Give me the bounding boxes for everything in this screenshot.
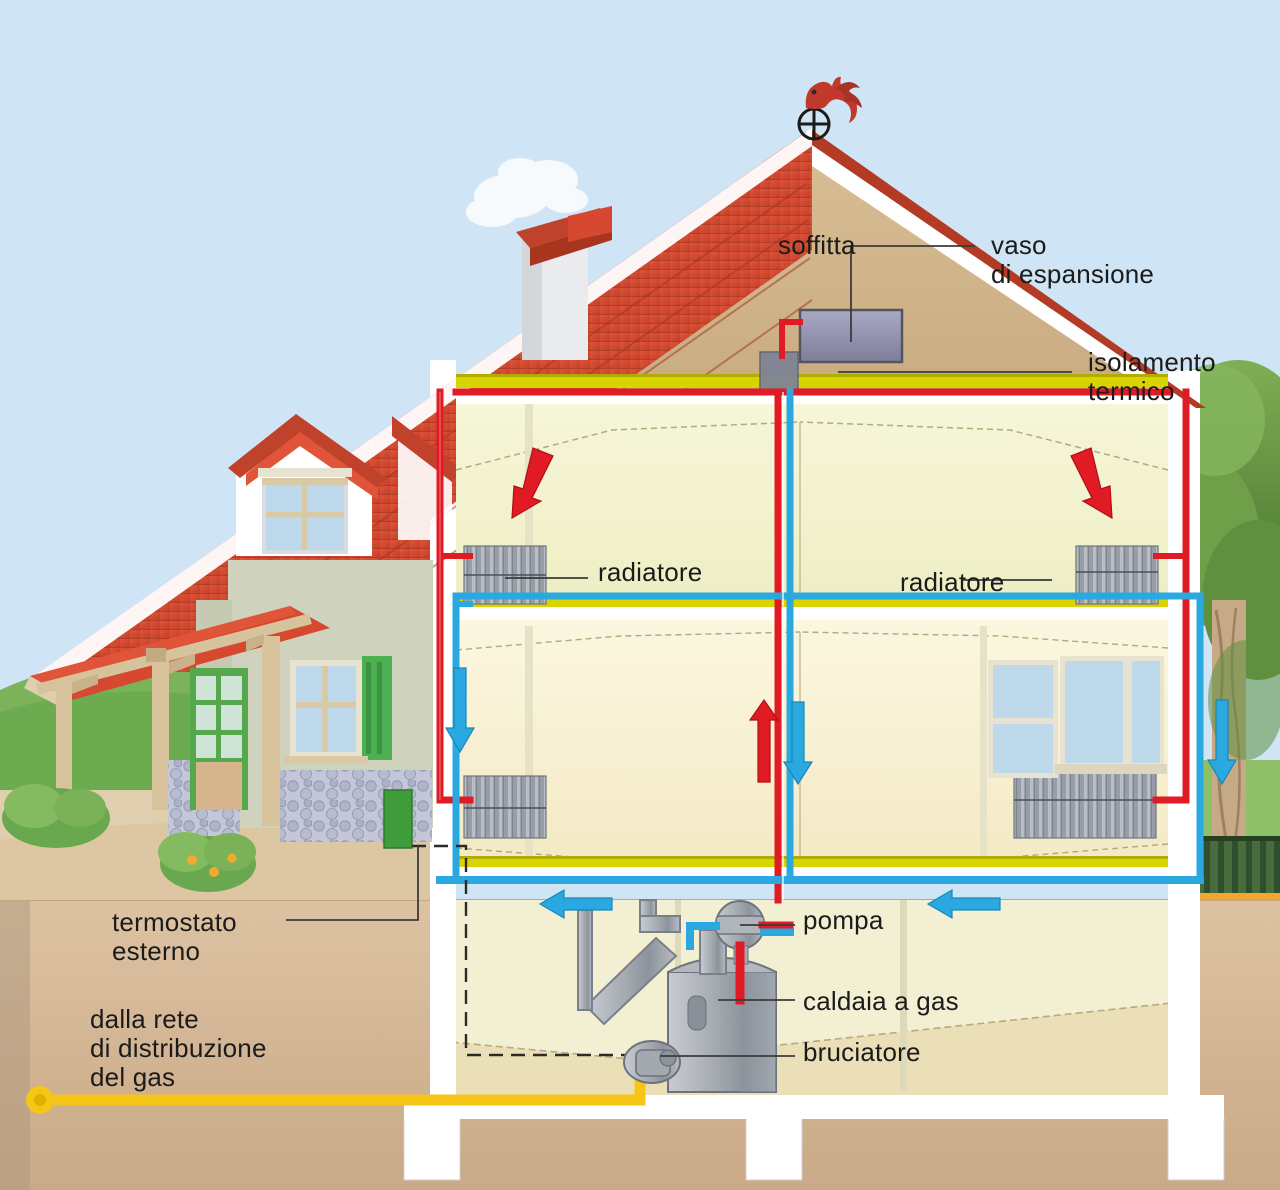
- gas-boiler: [667, 957, 777, 1093]
- label-termostato-esterno: termostato esterno: [112, 907, 237, 967]
- burner: [623, 1040, 681, 1084]
- flow-arrow-riser-up: [748, 698, 780, 783]
- partition-wall-basement: [900, 900, 907, 1090]
- thermostat-signal-line: [412, 844, 640, 1057]
- porch: [24, 560, 433, 849]
- porch-post: [146, 648, 166, 662]
- thermal-insulation-upper: [456, 596, 1168, 607]
- dormer-window: [228, 414, 386, 556]
- basement-floor-shade: [430, 1000, 1200, 1095]
- smoke-cloud: [466, 158, 588, 227]
- thermal-insulation-attic: [456, 376, 1168, 388]
- label-radiatore-right: radiatore: [900, 567, 1005, 597]
- external-thermostat: [383, 789, 413, 849]
- label-caldaia-a-gas: caldaia a gas: [803, 986, 959, 1016]
- radiator: [1013, 771, 1157, 839]
- upper-room-perspective: [455, 421, 1169, 471]
- main-roof: [812, 130, 1206, 408]
- label-vaso-di-espansione: vaso di espansione: [991, 230, 1155, 290]
- foundation-footing: [403, 1117, 461, 1181]
- label-soffitta: soffitta: [778, 230, 856, 260]
- flow-arrow-basement-left: [538, 888, 613, 920]
- flue-pipe: [577, 899, 727, 1026]
- upper-floor-slab: [456, 606, 1168, 620]
- upper-room: [456, 400, 1168, 606]
- bush: [2, 784, 110, 848]
- thermal-insulation-ground: [456, 858, 1168, 867]
- leader-lines: [286, 245, 1072, 1057]
- weathervane-rooster: [797, 76, 862, 141]
- porch-post: [262, 636, 280, 826]
- partition-wall-right: [980, 626, 987, 860]
- fence-base: [1196, 893, 1280, 903]
- hedge-fence: [1196, 838, 1280, 896]
- porch-post: [152, 660, 169, 810]
- cold-return-pipes: [436, 388, 1204, 884]
- flow-arrow-attic-right: [1070, 447, 1113, 520]
- chimney: [516, 206, 612, 360]
- flow-arrow-riser-down: [782, 701, 814, 786]
- radiator: [463, 775, 547, 839]
- label-isolamento-termico: isolamento termico: [1088, 347, 1216, 407]
- flow-arrow-basement-right: [926, 888, 1001, 920]
- flow-arrow-right-down: [1206, 699, 1238, 786]
- label-pompa: pompa: [803, 905, 884, 935]
- interior-window-group: [988, 656, 1167, 778]
- porch-post: [56, 680, 72, 810]
- pipe-highlight: [439, 392, 784, 900]
- flow-arrow-attic-left: [511, 447, 554, 520]
- earth-left-strip: [0, 900, 30, 1190]
- label-dalla-rete-gas: dalla rete di distribuzione del gas: [90, 1004, 267, 1093]
- bush: [158, 832, 256, 892]
- foundation-footing: [1167, 1117, 1225, 1181]
- label-radiatore-left: radiatore: [598, 557, 703, 587]
- flow-arrow-left-down: [444, 667, 476, 754]
- label-bruciatore: bruciatore: [803, 1037, 921, 1067]
- roof-fascia: [34, 128, 812, 690]
- foundation-footing: [745, 1117, 803, 1181]
- partition-wall-middle: [525, 626, 533, 860]
- window-sill: [284, 756, 368, 764]
